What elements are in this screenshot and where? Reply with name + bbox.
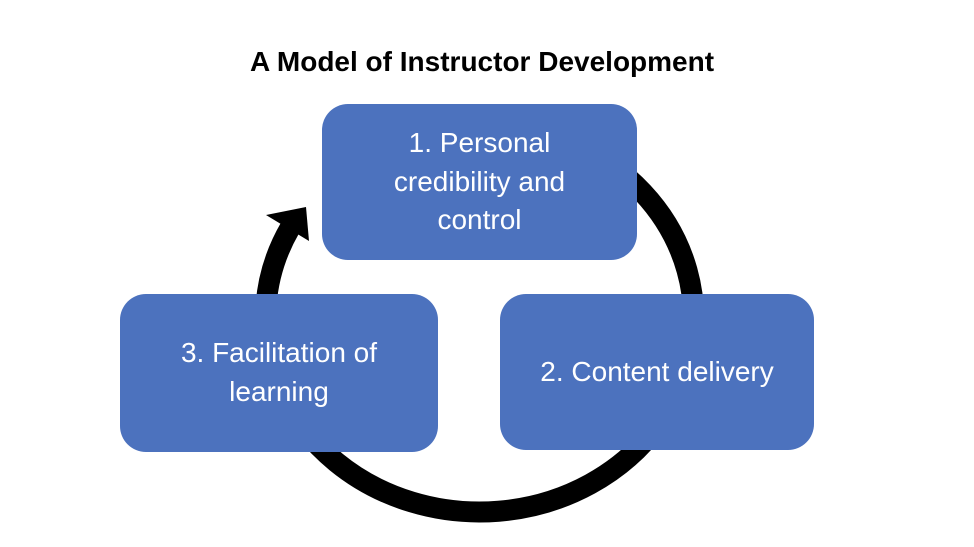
- cycle-arrowhead-icon: [266, 207, 309, 241]
- diagram-title: A Model of Instructor Development: [249, 46, 715, 77]
- cycle-node-1: 1. Personal credibility and control: [322, 104, 637, 260]
- cycle-node-3: 3. Facilitation of learning: [120, 294, 438, 452]
- cycle-node-2: 2. Content delivery: [500, 294, 814, 450]
